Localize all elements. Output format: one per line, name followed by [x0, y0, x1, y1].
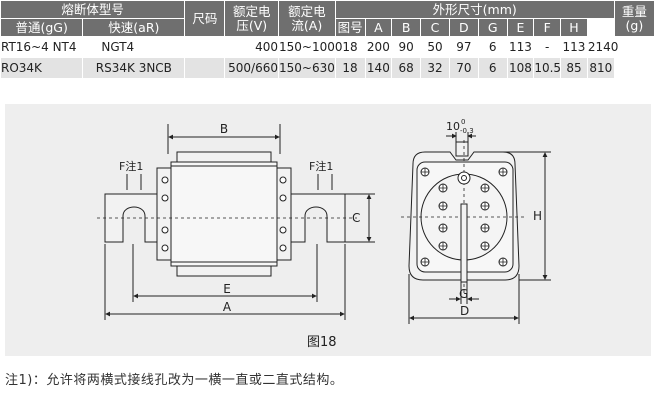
- cell-normal: RT16~4 NT4: [0, 36, 84, 58]
- figure-panel: B F注1 F注1: [5, 104, 651, 356]
- label-h: H: [533, 209, 542, 223]
- cell-h: 113: [560, 36, 588, 58]
- cell-weight: 810: [586, 57, 615, 79]
- cell-b: 68: [391, 57, 422, 79]
- cell-f: -: [533, 36, 562, 58]
- header-h: H: [560, 18, 588, 37]
- header-g: G: [477, 18, 508, 37]
- header-normal: 普通(gG): [0, 18, 84, 37]
- cell-fast: NGT4: [82, 36, 186, 58]
- cell-c: 50: [420, 36, 450, 58]
- header-weight-line1: 重量: [621, 3, 647, 19]
- footnote: 注1)：允许将两横式接线孔改为一横一直或二直式结构。: [5, 373, 344, 388]
- header-e: E: [506, 18, 535, 37]
- cell-current: 150~630: [278, 57, 336, 79]
- tolerance-upper: 0: [461, 118, 465, 126]
- header-b: B: [391, 18, 422, 37]
- cell-current: 150~1000: [278, 36, 343, 58]
- header-voltage-line2: 压(V): [236, 17, 268, 33]
- cell-g: 6: [477, 36, 508, 58]
- cell-fast: RS34K 3NCB: [82, 57, 186, 79]
- cell-e: 108: [506, 57, 535, 79]
- cell-weight: 2140: [586, 36, 618, 58]
- header-c: C: [420, 18, 450, 37]
- header-dims-group: 外形尺寸(mm): [334, 0, 615, 19]
- header-voltage-line1: 额定电: [232, 3, 271, 19]
- table-row: RT16~4 NT4 NGT4 400 150~1000 18 200 90 5…: [0, 36, 655, 58]
- tolerance-lower: -0.3: [460, 127, 474, 135]
- cell-f: 10.5: [533, 57, 562, 79]
- label-a: A: [223, 300, 232, 314]
- header-d: D: [448, 18, 479, 37]
- cell-g: 6: [477, 57, 508, 79]
- cell-c: 32: [420, 57, 450, 79]
- label-f-left: F注1: [119, 159, 143, 173]
- cell-voltage: 500/660: [224, 57, 280, 79]
- header-fast: 快速(aR): [82, 18, 186, 37]
- label-e: E: [223, 282, 231, 296]
- cell-fig: 18: [334, 36, 366, 58]
- header-model-group: 熔断体型号: [0, 0, 186, 19]
- header-current-line2: 流(A): [291, 17, 323, 33]
- header-weight: 重量 (g): [613, 0, 655, 37]
- header-weight-line2: (g): [625, 17, 644, 33]
- cell-e: 113: [506, 36, 535, 58]
- header-current-line1: 额定电: [288, 3, 326, 19]
- fuse-drawing: B F注1 F注1: [97, 118, 551, 350]
- label-d: D: [460, 304, 469, 318]
- header-f: F: [533, 18, 562, 37]
- header-voltage: 额定电 压(V): [224, 0, 280, 37]
- figure-caption: 图18: [307, 335, 337, 350]
- cell-b: 90: [391, 36, 422, 58]
- cell-size: [184, 57, 226, 79]
- header-fig-no: 图号: [334, 18, 366, 37]
- label-f-right: F注1: [309, 159, 333, 173]
- cell-fig: 18: [334, 57, 366, 79]
- header-a: A: [364, 18, 393, 37]
- front-view: 10 0 -0.3: [401, 118, 551, 324]
- cell-size: [184, 36, 226, 58]
- cell-h: 85: [560, 57, 588, 79]
- label-g: G: [459, 287, 468, 301]
- table-row: RO34K RS34K 3NCB 500/660 150~630 18 140 …: [0, 57, 655, 79]
- cell-d: 97: [448, 36, 479, 58]
- cell-a: 200: [364, 36, 393, 58]
- tolerance-value: 10: [446, 120, 460, 133]
- header-size: 尺码: [184, 0, 226, 37]
- cell-voltage: 400: [224, 36, 280, 58]
- side-view: B F注1 F注1: [97, 122, 375, 320]
- label-c: C: [352, 211, 360, 225]
- cell-normal: RO34K: [0, 57, 84, 79]
- label-b: B: [220, 122, 228, 136]
- cell-a: 140: [364, 57, 393, 79]
- cell-d: 70: [448, 57, 479, 79]
- spec-table: 熔断体型号 尺码 额定电 压(V) 额定电 流(A) 外形尺寸(mm) 重量 (…: [0, 0, 655, 79]
- header-current: 额定电 流(A): [278, 0, 336, 37]
